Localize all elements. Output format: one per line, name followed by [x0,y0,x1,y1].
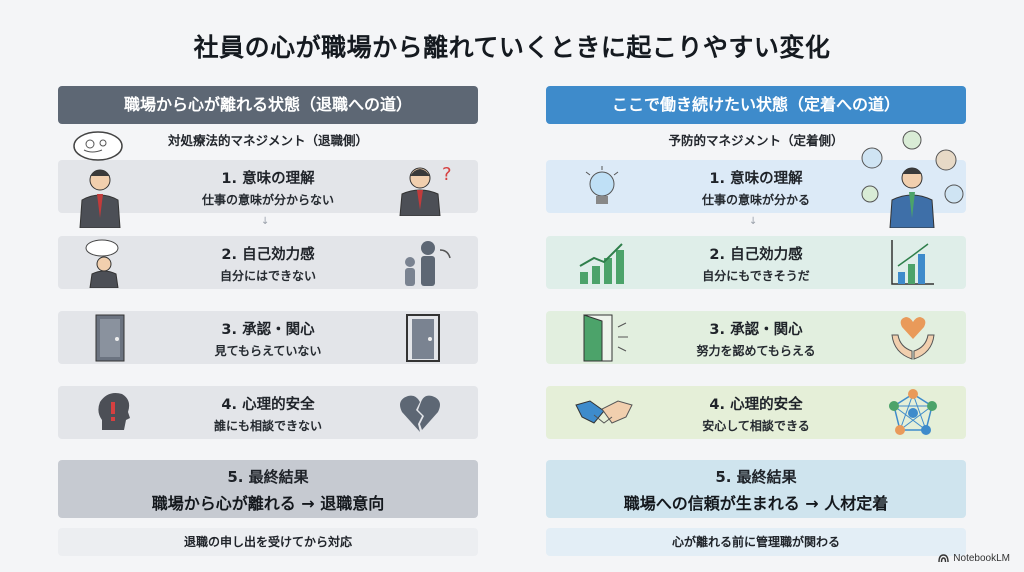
watermark: NotebookLM [938,553,1010,564]
open-door-icon [583,314,628,362]
network-icon [889,389,937,435]
card-title: 1. 意味の理解 [221,171,315,187]
right-note: 心が離れる前に管理職が関わる [546,528,966,556]
watermark-text: NotebookLM [953,553,1010,564]
right-header: ここで働き続けたい状態（定着への道） [546,86,966,124]
card-title: 4. 心理的安全 [221,397,315,413]
card-sub: 誰にも相談できない [213,419,322,433]
card-sub: 自分にもできそうだ [702,269,810,283]
left-note: 退職の申し出を受けてから対応 [58,528,478,556]
left-card-final: 5. 最終結果 職場から心が離れる → 退職意向 [58,460,478,518]
down-arrow-icon: ↓ [749,216,758,227]
card-title: 2. 自己効力感 [709,247,803,263]
card-title: 4. 心理的安全 [709,397,803,413]
card-title: 3. 承認・関心 [709,322,803,338]
card-sub: 職場への信頼が生まれる → 人材定着 [623,494,889,513]
notebooklm-logo-icon [938,554,949,563]
svg-text:?: ? [442,164,452,185]
card-sub: 仕事の意味が分かる [701,193,810,207]
broken-heart-icon [400,395,440,432]
connected-employee-icon [861,130,964,228]
right-card-final: 5. 最終結果 職場への信頼が生まれる → 人材定着 [546,460,966,518]
comparison-people-icon [405,241,451,286]
bar-chart-icon [891,240,934,285]
card-sub: 仕事の意味が分からない [201,193,334,207]
card-sub: 職場から心が離れる → 退職意向 [151,494,385,513]
card-title: 1. 意味の理解 [709,171,803,187]
card-title: 5. 最終結果 [715,468,797,486]
frustrated-person-icon: ? [399,164,452,216]
card-title: 2. 自己効力感 [221,247,315,263]
handshake-icon [575,400,633,424]
confused-employee-icon [73,131,123,228]
down-arrow-icon: ↓ [261,216,270,227]
card-sub: 自分にはできない [219,269,316,283]
right-column: ここで働き続けたい状態（定着への道） 予防的マネジメント（定着側） 1. 意味の… [546,86,966,556]
growth-chart-icon [579,243,624,284]
left-header: 職場から心が離れる状態（退職への道） [58,86,478,124]
page-title: 社員の心が職場から離れていくときに起こりやすい変化 [193,33,831,62]
closed-door-icon [95,314,125,362]
hands-heart-icon [891,317,935,360]
door-frame-icon [406,314,440,362]
card-title: 5. 最終結果 [227,468,309,486]
card-sub: 安心して相談できる [702,419,810,433]
left-subtitle: 対処療法的マネジメント（退職側） [167,133,368,148]
light-bulb-icon [585,166,619,204]
card-title: 3. 承認・関心 [221,322,315,338]
card-sub: 努力を認めてもらえる [696,344,816,358]
head-alert-icon [98,393,130,430]
right-subtitle: 予防的マネジメント（定着側） [668,133,844,148]
card-sub: 見てもらえていない [214,344,322,358]
worried-person-icon [85,239,119,288]
